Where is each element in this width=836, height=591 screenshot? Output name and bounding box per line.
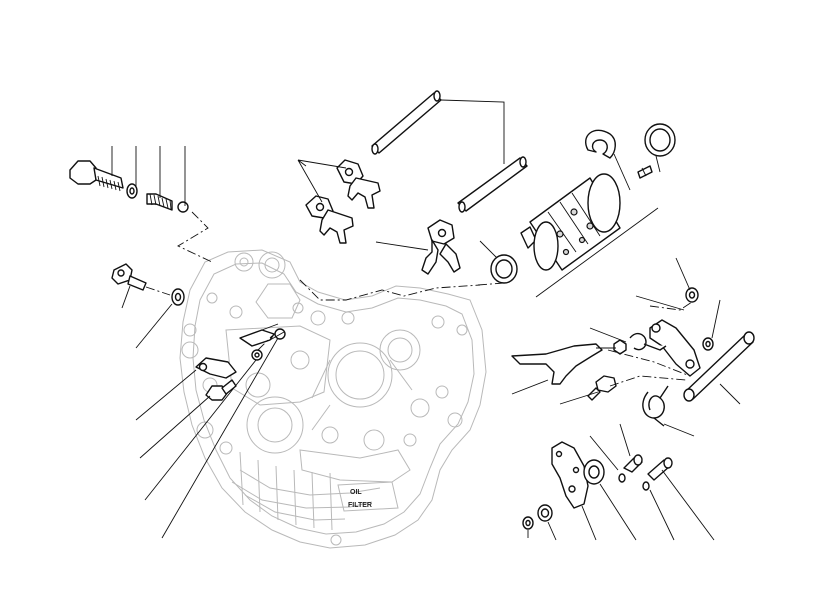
assembly-axes — [145, 211, 693, 387]
shift-fork-middle — [305, 195, 354, 244]
stopper-lever — [195, 357, 237, 379]
shift-drum — [520, 173, 621, 271]
detent-plunger-assembly — [69, 160, 189, 213]
cam-bolt-long — [642, 457, 673, 491]
cam-washer-large — [583, 459, 605, 485]
cam-circlip — [522, 516, 534, 530]
drum-circlip — [585, 129, 616, 159]
shaft-washer-upper — [685, 287, 699, 303]
oil-filter-label-line1: OIL — [350, 489, 362, 496]
neutral-switch — [111, 263, 185, 306]
stopper-bolt — [205, 379, 237, 401]
gearshift-shaft — [683, 331, 755, 402]
drum-pin — [637, 165, 653, 179]
return-spring — [239, 323, 286, 347]
drum-ring-left — [490, 254, 518, 284]
fork-rod-lower — [457, 156, 528, 213]
shift-lever-plate — [649, 319, 701, 377]
shaft-return-spring — [642, 385, 669, 427]
shift-cam-plate — [551, 441, 589, 509]
cam-washer-medium — [537, 504, 553, 522]
shift-fork-upper — [336, 159, 381, 209]
spring-pin — [251, 349, 263, 361]
shift-spring-arm — [629, 332, 667, 351]
crankcase-half: OIL FILTER — [179, 249, 487, 549]
shift-fork-lower — [421, 219, 461, 275]
selector-bolt — [587, 375, 617, 401]
drum-ring-right — [644, 123, 676, 157]
shaft-collar — [702, 337, 714, 351]
fork-rod-upper — [371, 90, 442, 155]
oil-filter-label-line2: FILTER — [348, 502, 372, 509]
selector-plate — [511, 343, 603, 385]
detent-ball — [177, 201, 189, 213]
cam-bolt-short — [618, 454, 643, 483]
leader-lines — [111, 99, 741, 541]
